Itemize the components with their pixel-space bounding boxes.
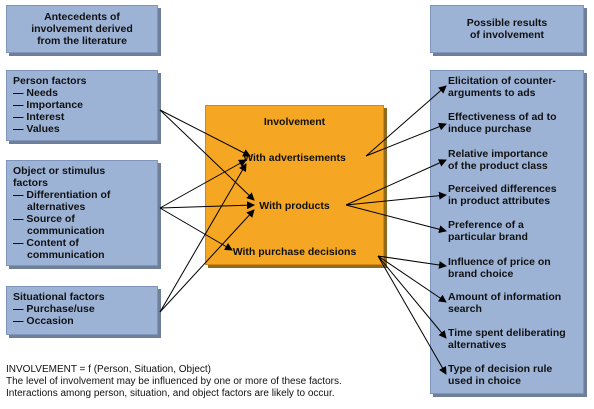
object-factors-line: communication [27,225,105,237]
results-column [430,70,584,394]
footer-text: Interactions among person, situation, an… [6,388,335,399]
result-line: Type of decision rule [448,363,553,375]
situational-factor-item: — Purchase/use [13,303,95,315]
person-factor-item: — Importance [13,99,84,111]
header-line: of involvement [469,29,545,41]
result-item: Time spent deliberating alternatives [448,327,566,351]
result-line: Elicitation of counter- [448,75,556,87]
result-item: Effectiveness of ad to induce purchase [448,111,557,135]
result-line: Preference of a [448,219,524,231]
involvement-title: Involvement [263,116,326,128]
arrow-decisions-result7 [377,255,447,303]
result-line: Amount of information [448,291,562,303]
result-item: Preference of a particular brand [448,219,528,243]
object-factors-line: — Differentiation of [13,189,111,201]
result-line: alternatives [448,339,507,351]
result-line: Influence of price on [448,256,551,268]
arrow-person-ads [159,109,251,157]
result-item: Relative importance of the product class [448,148,548,172]
situational-factors-box: Situational factors — Purchase/use — Occ… [6,286,158,335]
result-line: search [448,303,482,315]
result-item: Elicitation of counter- arguments to ads [448,75,556,99]
footer-formula: INVOLVEMENT = f (Person, Situation, Obje… [6,364,211,375]
arrow-person-products [159,109,255,201]
arrow-products-result3 [345,159,447,206]
arrow-object-decisions [159,207,233,251]
result-line: particular brand [448,231,528,243]
arrow-object-products [159,201,255,210]
result-line: induce purchase [448,123,532,135]
object-factors-line: communication [27,249,105,261]
situational-factors-title: Situational factors [13,291,105,303]
arrow-products-result4 [345,191,447,206]
person-factors-box: Person factors — Needs — Importance — In… [6,70,158,141]
object-factors-line: factors [13,177,49,189]
object-factors-box: Object or stimulus factors — Differentia… [6,160,158,266]
header-line: Possible results [466,17,548,29]
object-factors-line: Object or stimulus [13,165,106,177]
result-item: Type of decision rule used in choice [448,363,552,387]
result-line: Effectiveness of ad to [448,111,557,123]
antecedents-header: Antecedents of involvement derived from … [6,5,158,53]
arrow-decisions-result6 [377,255,447,269]
result-line: used in choice [448,375,521,387]
arrow-decisions-result8 [377,255,447,339]
result-line: arguments to ads [448,87,536,99]
arrow-ads-result1 [365,85,447,157]
situational-factor-item: — Occasion [13,315,74,327]
result-line: in product attributes [448,195,551,207]
arrow-products-result5 [345,204,447,234]
result-line: brand choice [448,268,514,280]
result-line: Relative importance [448,148,548,160]
footer-note: INVOLVEMENT = f (Person, Situation, Obje… [6,364,342,400]
arrow-situational-ads [159,163,247,313]
involvement-ads: With advertisements [243,152,346,164]
object-factors-line: alternatives [27,201,86,213]
result-item: Influence of price on brand choice [448,256,551,280]
header-line: from the literature [37,35,127,47]
person-factor-item: — Interest [13,111,65,123]
arrow-situational-products [159,209,255,313]
result-item: Perceived differences in product attribu… [448,183,557,207]
results-header: Possible results of involvement [430,5,584,53]
result-item: Amount of information search [448,291,561,315]
result-line: of the product class [448,160,548,172]
arrow-object-ads [159,159,247,209]
involvement-box: Involvement With advertisements With pro… [205,105,384,265]
footer-text: The level of involvement may be influenc… [6,376,342,387]
person-factor-item: — Needs [13,87,58,99]
person-factors-title: Person factors [13,75,87,87]
involvement-decisions: With purchase decisions [232,246,357,258]
header-line: Antecedents of [44,11,120,23]
arrow-decisions-result9 [377,255,447,375]
result-line: Perceived differences [448,183,557,195]
arrow-ads-result2 [365,122,447,157]
involvement-products: With products [259,200,330,212]
header-line: involvement derived [31,23,133,35]
result-line: Time spent deliberating [448,327,566,339]
object-factors-line: — Content of [13,237,79,249]
object-factors-line: — Source of [13,213,75,225]
person-factor-item: — Values [13,123,60,135]
